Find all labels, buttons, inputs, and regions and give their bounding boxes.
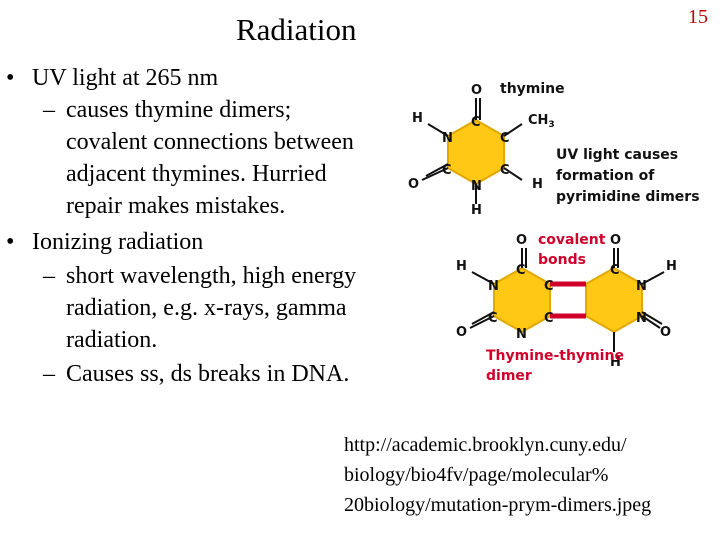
bullet-marker: • [6,65,15,91]
atom-label: N [636,279,647,294]
sub-bullet-line: adjacent thymines. Hurried [66,161,327,187]
sub-bullet-line: causes thymine dimers; [66,97,292,123]
sub-bullet-dash: – [43,97,55,123]
atom-label: N [516,327,527,342]
atom-label: O [660,325,671,340]
sub-bullet-line: covalent connections between [66,129,354,155]
sub-bullet-line: repair makes mistakes. [66,193,286,219]
atom-label: O [610,233,621,248]
atom-label: C [544,311,554,326]
covalent-bonds-label: bonds [538,252,586,268]
atom-label: C [544,279,554,294]
atom-label: H [666,259,677,274]
covalent-bonds-label: covalent [538,232,606,248]
atom-label: C [442,163,452,178]
atom-label: N [488,279,499,294]
thymine-label: thymine [500,81,565,97]
atom-label: H [610,355,621,370]
source-line: http://academic.brooklyn.cuny.edu/ [344,434,627,456]
atom-label: N [442,131,453,146]
thymine-dimer-figure: O C C C N C N H O H CH3 H thymine UV lig… [408,81,700,384]
atom-label: N [636,311,647,326]
atom-label: C [488,311,498,326]
atom-label: H [471,203,482,218]
atom-label: C [500,131,510,146]
sub-bullet-line: radiation. [66,327,158,353]
thymine-bonds [421,98,523,204]
sub-bullet-dash: – [43,361,55,387]
atom-label: CH3 [528,113,555,130]
atom-label: C [471,115,481,130]
page-number: 15 [688,6,708,28]
bullet-text: Ionizing radiation [32,229,204,255]
atom-label: H [456,259,467,274]
atom-label: O [471,83,482,98]
bullet-text: UV light at 265 nm [32,65,219,91]
sub-bullet-dash: – [43,263,55,289]
atom-label: H [532,177,543,192]
uv-caption-line: UV light causes [556,147,678,163]
dimer-label: dimer [486,368,532,384]
atom-label: C [500,163,510,178]
atom-label: C [610,263,620,278]
dimer-label: Thymine-thymine [486,348,624,364]
atom-label: O [456,325,467,340]
source-citation: http://academic.brooklyn.cuny.edu/ biolo… [344,430,651,520]
sub-bullet-line: short wavelength, high energy [66,263,357,289]
uv-caption-line: formation of [556,168,655,184]
atom-label: O [516,233,527,248]
source-line: 20biology/mutation-prym-dimers.jpeg [344,494,652,516]
atom-label: O [408,177,419,192]
dimer-bonds [469,248,665,352]
dimer-covalent-bonds [550,281,586,319]
sub-bullet-line: radiation, e.g. x-rays, gamma [66,295,347,321]
atom-label: C [516,263,526,278]
bullet-marker: • [6,229,15,255]
atom-label: N [471,179,482,194]
slide-title: Radiation [236,12,357,47]
atom-label: H [412,111,423,126]
source-line: biology/bio4fv/page/molecular% [344,464,609,486]
uv-caption-line: pyrimidine dimers [556,189,700,205]
sub-bullet-line: Causes ss, ds breaks in DNA. [66,361,350,387]
